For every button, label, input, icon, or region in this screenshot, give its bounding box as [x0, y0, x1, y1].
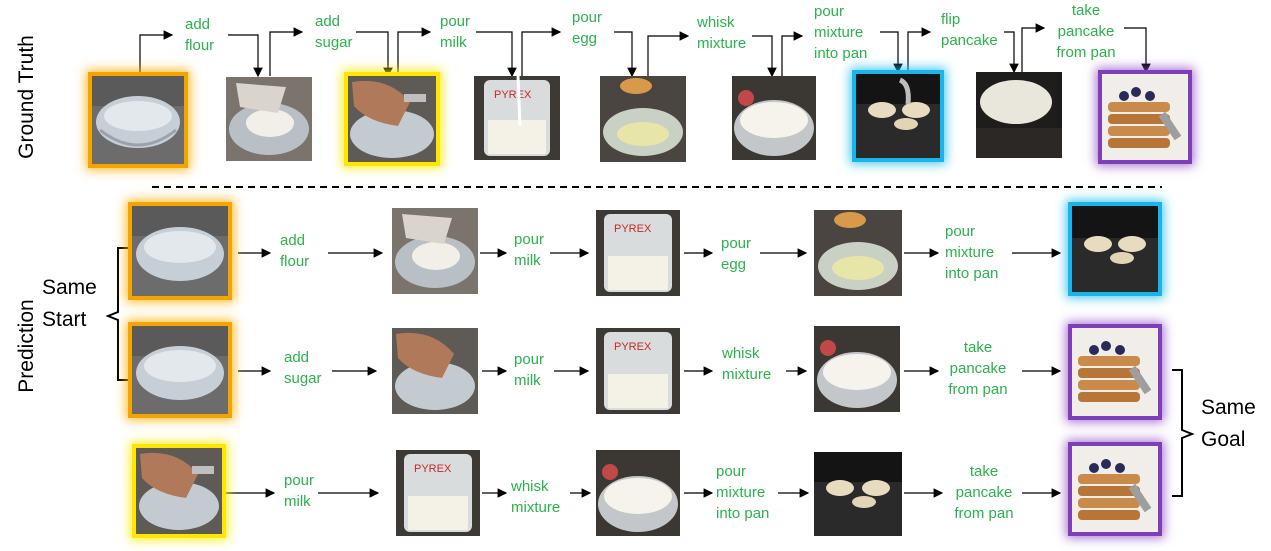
gt-action-6: pour mixture into pan	[814, 3, 868, 62]
pred2-milk: PYREX	[596, 328, 680, 414]
pred1-action-3: pour egg	[721, 235, 752, 273]
whisk-mixture-icon	[814, 326, 900, 412]
pred1-egg	[814, 210, 902, 296]
same-start-label: Same Start	[42, 276, 97, 331]
sugar-image-icon	[136, 448, 222, 534]
pred1-action-1: add flour	[280, 232, 310, 270]
pred2-whisk	[814, 326, 900, 412]
pred1-start-bowl	[132, 206, 228, 296]
gt-action-1: add flour	[185, 16, 215, 54]
gt-action-3: pour milk	[440, 13, 471, 51]
gt-step-5-egg	[600, 76, 686, 162]
flip-pancake-icon	[976, 72, 1062, 158]
pred3-action-3: pour mixture into pan	[716, 463, 770, 522]
sugar-image-icon	[348, 76, 436, 162]
pred3-action-4: take pancake from pan	[954, 463, 1014, 522]
pred3-action-2: whisk mixture	[511, 478, 561, 516]
egg-bowl-icon	[600, 76, 686, 162]
gt-step-1-empty-bowl	[92, 76, 184, 164]
gt-action-8: take pancake from pan	[1056, 2, 1116, 61]
egg-bowl-icon	[814, 210, 902, 296]
bowl-image-icon	[132, 206, 228, 296]
pred1-milk: PYREX	[596, 210, 680, 296]
pancake-stack-icon	[1072, 446, 1158, 532]
pan-batter-icon	[1072, 206, 1158, 292]
pred3-pan	[814, 452, 902, 536]
pred1-action-2: pour milk	[514, 231, 545, 269]
gt-step-3-sugar	[348, 76, 436, 162]
pred2-start-bowl	[132, 326, 228, 414]
bowl-image-icon	[132, 326, 228, 414]
gt-step-7-pan	[856, 74, 940, 158]
pred3-start-sugar	[136, 448, 222, 534]
pred3-milk: PYREX	[396, 450, 480, 536]
measuring-cup-milk-icon: PYREX	[396, 450, 480, 536]
same-goal-label: Same Goal	[1201, 396, 1256, 451]
pred3-goal-pancakes	[1072, 446, 1158, 532]
pan-batter-icon	[814, 452, 902, 536]
svg-text:PYREX: PYREX	[614, 341, 652, 353]
gt-step-6-whisk	[732, 76, 816, 160]
gt-action-2: add sugar	[315, 13, 353, 51]
gt-step-8-flip	[976, 72, 1062, 158]
measuring-cup-milk-icon: PYREX	[596, 328, 680, 414]
pancake-stack-icon	[1102, 74, 1188, 160]
svg-text:PYREX: PYREX	[614, 223, 652, 235]
flour-image-icon	[226, 77, 312, 161]
pred2-action-3: whisk mixture	[722, 345, 772, 383]
pred1-action-4: pour mixture into pan	[945, 223, 999, 282]
pred3-action-1: pour milk	[284, 472, 315, 510]
pancake-stack-icon	[1072, 328, 1158, 416]
pred2-action-1: add sugar	[284, 349, 322, 387]
whisk-mixture-icon	[732, 76, 816, 160]
measuring-cup-milk-icon: PYREX	[596, 210, 680, 296]
pred2-goal-pancakes	[1072, 328, 1158, 416]
whisk-mixture-icon	[596, 450, 680, 536]
pred2-sugar	[392, 328, 478, 414]
gt-step-9-pancake-stack	[1102, 74, 1188, 160]
svg-text:PYREX: PYREX	[414, 463, 452, 475]
svg-text:PYREX: PYREX	[494, 89, 532, 101]
pred3-whisk	[596, 450, 680, 536]
bowl-image-icon	[92, 76, 184, 164]
measuring-cup-milk-icon: PYREX	[474, 76, 560, 160]
same-start-bracket	[105, 247, 128, 381]
pred2-action-2: pour milk	[514, 351, 545, 389]
gt-step-4-milk: PYREX	[474, 76, 560, 160]
gt-action-7: flip pancake	[941, 11, 998, 49]
pan-batter-icon	[856, 74, 940, 158]
flour-image-icon	[392, 208, 478, 294]
pred1-pan	[1072, 206, 1158, 292]
gt-action-5: whisk mixture	[697, 14, 747, 52]
gt-step-2-flour	[226, 77, 312, 161]
pred2-action-4: take pancake from pan	[948, 339, 1008, 398]
same-goal-bracket	[1172, 369, 1195, 497]
gt-action-4: pour egg	[572, 9, 603, 47]
pred1-flour	[392, 208, 478, 294]
sugar-image-icon	[392, 328, 478, 414]
